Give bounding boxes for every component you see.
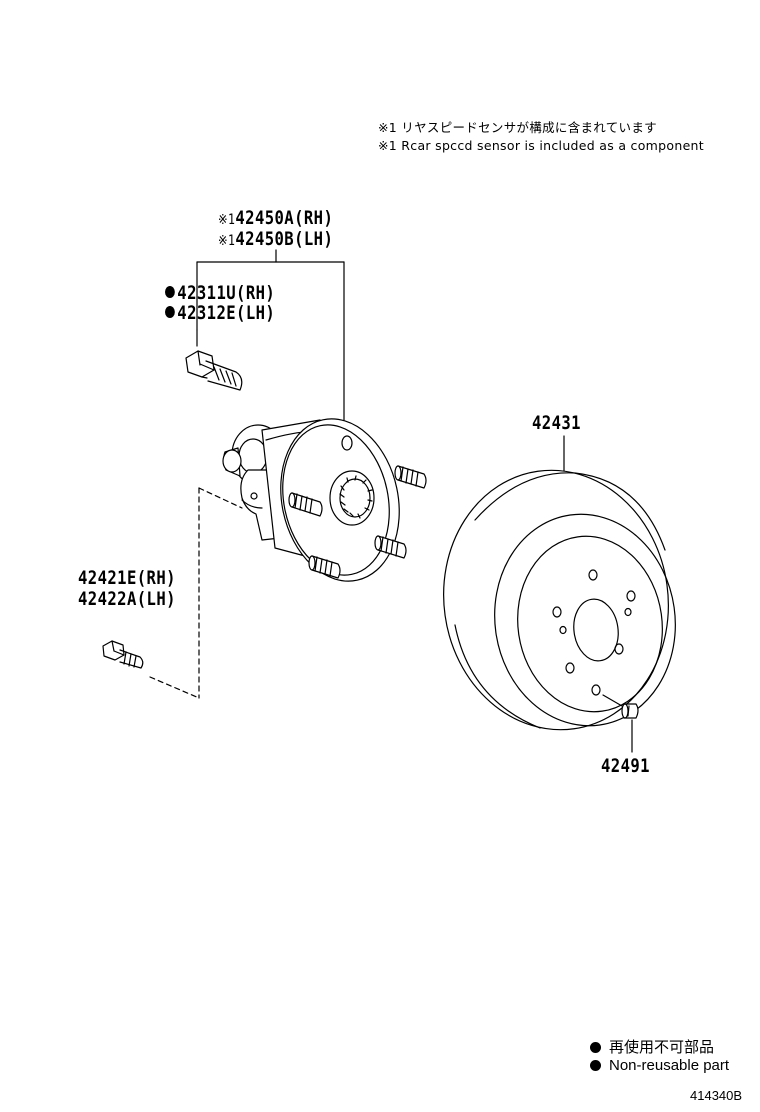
hub-bearing-assembly [222, 418, 427, 582]
legend-en: Non-reusable part [590, 1057, 729, 1074]
label-disc[interactable]: 42431 [532, 412, 581, 434]
non-reusable-dot-icon [590, 1042, 601, 1053]
non-reusable-dot-icon [590, 1060, 601, 1071]
hub-leader-bracket [196, 249, 345, 421]
label-stud-lh[interactable]: 42312E(LH) [165, 302, 275, 324]
brake-disc [443, 469, 676, 731]
hub-rh-number: 42450A(RH) [235, 207, 334, 229]
note-jp: ※1 リヤスピードセンサが構成に含まれています [378, 120, 657, 135]
diagram-code: 414340B [690, 1088, 743, 1103]
legend-jp: 再使用不可部品 [590, 1036, 714, 1057]
component-mark-rh: ※1 [218, 212, 236, 228]
label-bolt-lh[interactable]: 42422A(LH) [78, 588, 176, 610]
bolt-leader-dashed [149, 487, 243, 699]
label-hub-lh[interactable]: ※142450B(LH) [218, 228, 333, 250]
stud-lh-number: 42312E(LH) [177, 302, 276, 324]
non-reusable-dot-icon [165, 286, 175, 298]
label-bolt-rh[interactable]: 42421E(RH) [78, 567, 176, 589]
screw-leader-a [602, 694, 623, 707]
stud-rh-number: 42311U(RH) [177, 282, 276, 304]
flange-stud [374, 535, 407, 559]
legend-en-text: Non-reusable part [609, 1057, 730, 1074]
legend-jp-text: 再使用不可部品 [609, 1039, 715, 1056]
non-reusable-dot-icon [165, 306, 175, 318]
label-hub-rh[interactable]: ※142450A(RH) [218, 207, 333, 229]
label-screw[interactable]: 42491 [601, 755, 650, 777]
label-stud-rh[interactable]: 42311U(RH) [165, 282, 275, 304]
note-en: ※1 Rcar spccd sensor is included as a co… [378, 138, 704, 153]
component-mark-lh: ※1 [218, 233, 236, 249]
flange-bolt [102, 640, 144, 669]
hub-lh-number: 42450B(LH) [235, 228, 334, 250]
disc-set-screw [621, 703, 639, 719]
flange-stud [288, 492, 323, 517]
flange-stud [394, 465, 427, 489]
flange-stud [308, 555, 341, 579]
hub-bolt-stud [185, 350, 243, 391]
